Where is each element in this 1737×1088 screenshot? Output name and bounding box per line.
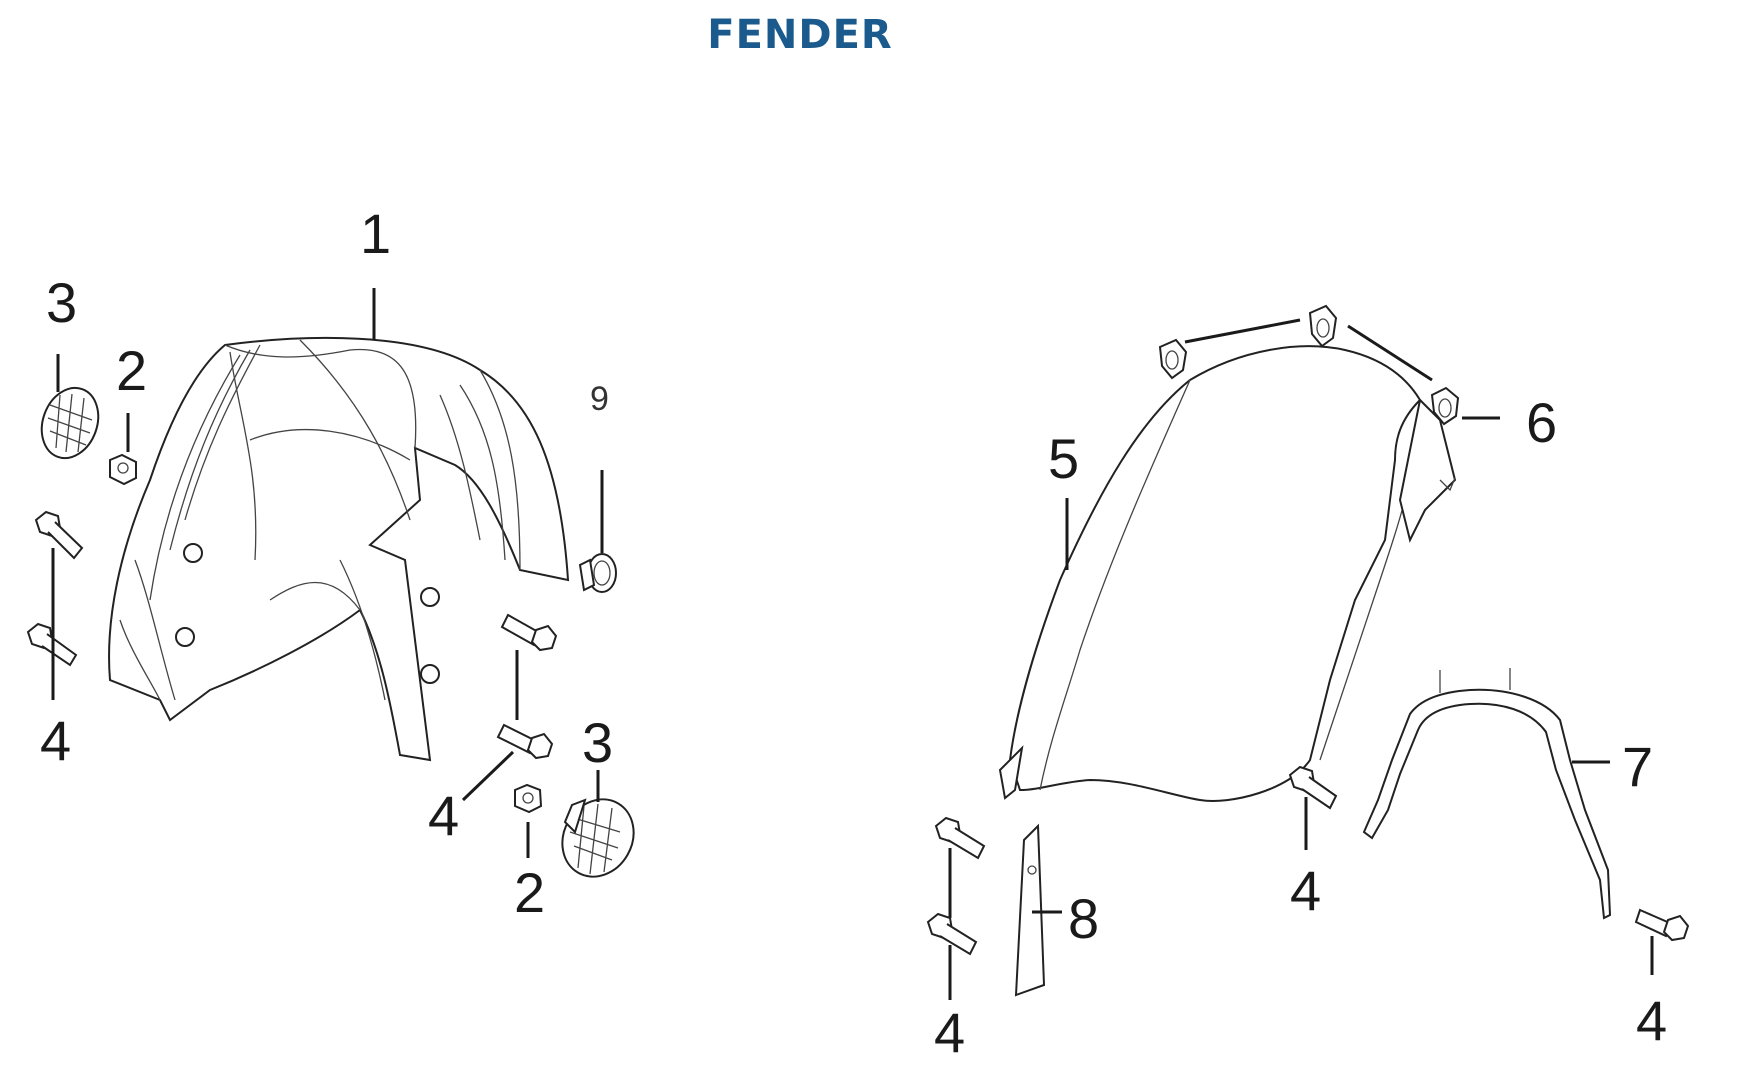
clip-6-left (1158, 338, 1188, 380)
callout-1: 1 (360, 202, 391, 265)
callout-3-right: 3 (582, 711, 613, 774)
callout-5: 5 (1048, 427, 1079, 490)
callout-4-rear-right: 4 (1636, 989, 1667, 1052)
front-fender (108, 336, 570, 762)
plate-8 (1014, 823, 1046, 997)
clip-6-middle (1308, 304, 1338, 348)
bolt-front-right-upper (500, 613, 558, 652)
callout-4-rear-middle: 4 (1290, 859, 1321, 922)
callout-9: 9 (590, 380, 609, 418)
callout-6: 6 (1526, 391, 1557, 454)
callout-4-front-right: 4 (428, 784, 459, 847)
bolt-rear-left-upper (934, 816, 986, 860)
leader-lines (51, 288, 1654, 1000)
reflector-right (561, 798, 635, 878)
rear-fender (998, 345, 1457, 802)
bolt-left-upper (34, 510, 84, 560)
bolt-rear-right (1634, 908, 1690, 942)
bolt-rear-middle (1288, 765, 1338, 810)
callout-7: 7 (1622, 735, 1653, 798)
nut-left (109, 453, 137, 486)
callout-2-right: 2 (514, 861, 545, 924)
nut-right (514, 783, 543, 814)
callout-4-left: 4 (40, 709, 71, 772)
callout-3-left: 3 (46, 271, 77, 334)
clip-9 (578, 553, 617, 593)
page-title: FENDER (707, 12, 893, 58)
callout-8: 8 (1068, 887, 1099, 950)
bolt-left-lower (26, 622, 78, 667)
reflector-left (40, 386, 100, 460)
clip-6-right (1430, 386, 1460, 426)
bolt-front-right-lower (496, 723, 554, 760)
callout-4-rear-left: 4 (934, 1001, 965, 1064)
bracket-7 (1362, 668, 1612, 920)
callout-2-left: 2 (116, 339, 147, 402)
bolt-rear-left-lower (926, 912, 978, 956)
